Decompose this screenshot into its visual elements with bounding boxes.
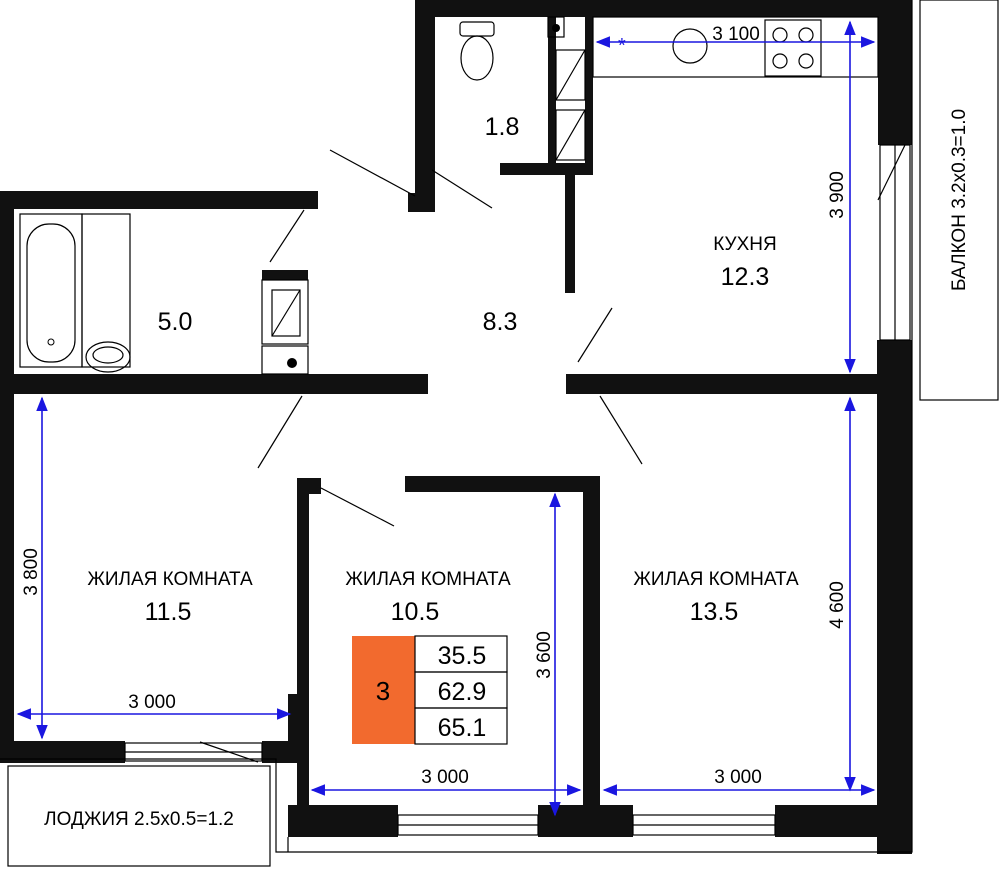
balcony-frame	[919, 0, 999, 401]
kitchen-depth-dim: 3 900	[827, 171, 848, 219]
kitchen-area: 12.3	[721, 263, 770, 291]
mid-room-depth-dim: 3 600	[534, 631, 555, 679]
mid-room-width-dim: 3 000	[421, 767, 469, 788]
rooms-count-badge	[352, 636, 415, 744]
room-mid-name: ЖИЛАЯ КОМНАТА	[345, 569, 511, 590]
sink-icon	[85, 341, 131, 373]
total-area-value: 62.9	[438, 678, 487, 706]
door-swings	[199, 144, 906, 763]
outline	[0, 0, 913, 853]
living-area-value: 35.5	[438, 642, 487, 670]
kitchen-counter	[592, 16, 879, 78]
kitchen-name: КУХНЯ	[713, 234, 776, 255]
loggia-frame	[7, 765, 271, 867]
bathroom-area: 5.0	[158, 308, 193, 336]
dimension-lines	[16, 20, 876, 817]
wc-area: 1.8	[485, 113, 520, 141]
svg-text:*: *	[618, 35, 626, 57]
walls	[0, 0, 912, 854]
rooms-count: 3	[376, 676, 390, 706]
right-room-width-dim: 3 000	[714, 767, 762, 788]
room-left-area: 11.5	[145, 598, 192, 626]
room-right-area: 13.5	[690, 598, 739, 626]
loggia-label: ЛОДЖИЯ 2.5x0.5=1.2	[44, 809, 234, 830]
kitchen-width-dim: 3 100	[712, 24, 760, 45]
left-room-depth-dim: 3 800	[21, 548, 42, 596]
room-right-name: ЖИЛАЯ КОМНАТА	[633, 569, 799, 590]
summary-table: 3 35.5 62.9 65.1	[352, 635, 508, 745]
total-area-outdoor-value: 65.1	[438, 714, 487, 742]
room-mid-area: 10.5	[391, 598, 440, 626]
kitchen-sink-icon	[672, 28, 708, 64]
left-room-width-dim: 3 000	[128, 692, 176, 713]
right-room-depth-dim: 4 600	[827, 581, 848, 629]
balcony-label: БАЛКОН 3.2x0.3=1.0	[949, 109, 970, 291]
room-left-name: ЖИЛАЯ КОМНАТА	[87, 569, 253, 590]
shaft-icon	[261, 279, 309, 345]
hall-area: 8.3	[483, 308, 518, 336]
windows	[124, 144, 911, 836]
toilet-icon	[459, 21, 495, 37]
stove-icon	[764, 19, 822, 77]
